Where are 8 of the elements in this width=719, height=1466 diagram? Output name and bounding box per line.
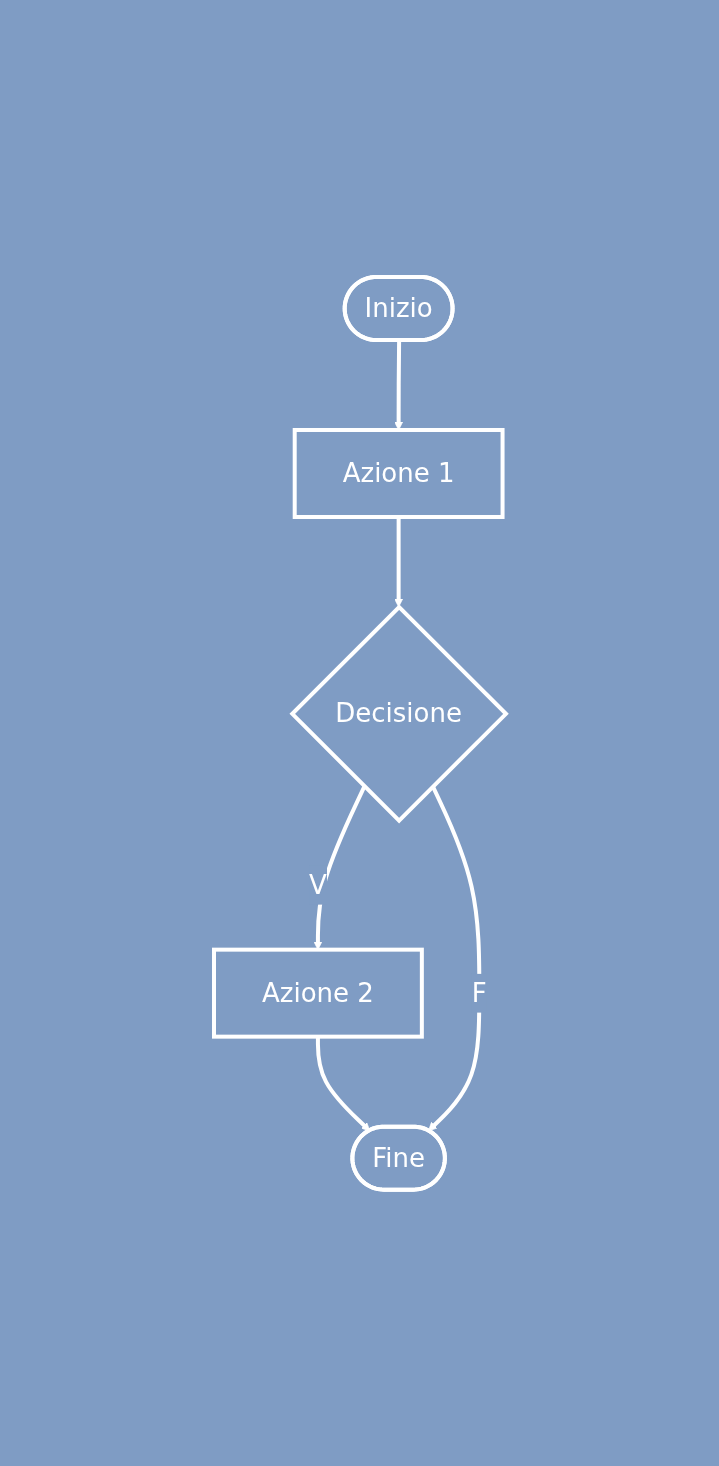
arrow: [427, 785, 481, 1131]
edge-label: F: [471, 977, 487, 1008]
arrow: [393, 516, 403, 608]
edge-label: V: [308, 869, 327, 900]
node-box: Azione 2: [211, 947, 424, 1039]
node-box: Azione 1: [292, 427, 505, 519]
arrow: [315, 1036, 370, 1131]
node-diamond: Decisione: [289, 603, 509, 824]
